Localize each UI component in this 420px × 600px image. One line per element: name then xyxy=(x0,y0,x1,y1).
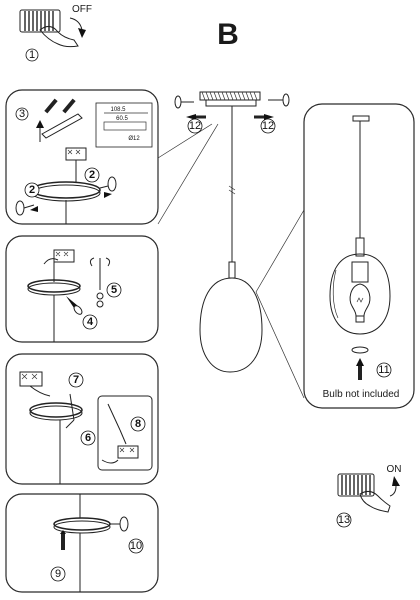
step-number-11: 11 xyxy=(378,364,389,376)
step-badge-1 xyxy=(25,48,39,62)
switch-on-label: ON xyxy=(387,464,402,475)
canopy-plate xyxy=(199,91,261,107)
ceiling-hook-icon xyxy=(89,257,111,308)
switch-off-grip-icon xyxy=(24,11,54,31)
side-screw-icon xyxy=(110,516,129,532)
canopy-ring-3 xyxy=(29,402,83,418)
step-number-2-left: 2 xyxy=(29,184,35,196)
step-number-4: 4 xyxy=(87,316,94,328)
panel-2-content: 4 5 xyxy=(27,249,122,342)
detail-socket xyxy=(355,237,365,257)
screw-icon xyxy=(44,98,76,114)
step-badge-8 xyxy=(130,416,146,432)
glass-shade xyxy=(199,277,263,373)
push-up-arrow-icon-2 xyxy=(356,358,364,366)
screw-icon-2 xyxy=(66,296,83,315)
bulb-note: Bulb not included xyxy=(323,389,400,400)
screwdriver-icon xyxy=(65,393,75,429)
step-number-7: 7 xyxy=(73,374,79,386)
step-badge-5 xyxy=(106,282,122,298)
push-up-arrow-icon xyxy=(60,530,66,534)
hand-icon xyxy=(39,26,79,48)
rotate-arrow-icon xyxy=(69,17,83,31)
step-badge-3 xyxy=(15,107,29,121)
panel-1-content: 3 108.5 60.5 Ø12 xyxy=(15,98,153,224)
step-badge-11 xyxy=(376,362,392,378)
step-badge-2-left xyxy=(24,182,40,198)
step-number-8: 8 xyxy=(135,418,141,430)
step-badge-13 xyxy=(336,512,352,528)
step-number-12-left: 12 xyxy=(189,120,201,132)
rotate-ring-icon xyxy=(351,346,369,354)
callout-line-a xyxy=(157,123,213,159)
panel-4 xyxy=(5,493,159,593)
terminal-block-3 xyxy=(19,371,43,387)
step-number-6: 6 xyxy=(85,432,91,444)
step-number-1: 1 xyxy=(29,49,35,61)
mounting-bracket xyxy=(41,113,83,139)
hand-icon-2 xyxy=(359,490,391,513)
switch-off-illustration: OFF 1 xyxy=(19,4,92,62)
lamp-socket xyxy=(228,261,236,279)
dim-108: 108.5 xyxy=(110,107,126,113)
callout-line-b xyxy=(157,123,219,225)
step-number-13: 13 xyxy=(338,514,350,526)
screwdriver-detail-icon xyxy=(107,403,127,445)
wiring-inset-box xyxy=(97,395,153,471)
panel-2 xyxy=(5,235,159,343)
switch-on-illustration: ON 13 xyxy=(336,464,402,528)
detail-glass-shade xyxy=(329,253,391,335)
switch-off-label: OFF xyxy=(72,4,92,15)
rotate-up-arrow-icon xyxy=(392,476,400,486)
step-badge-9 xyxy=(50,566,66,582)
step-number-3: 3 xyxy=(19,108,25,120)
light-bulb-icon xyxy=(349,283,371,323)
step-number-9: 9 xyxy=(55,568,61,580)
step-number-5: 5 xyxy=(111,284,117,296)
step-badge-12-right xyxy=(260,118,276,134)
step-number-2-right: 2 xyxy=(89,169,95,181)
step-badge-7 xyxy=(68,372,84,388)
detail-panel-content: 11 Bulb not included xyxy=(323,115,400,400)
step-badge-2-right xyxy=(84,167,100,183)
canopy-ring xyxy=(31,181,101,199)
bracket-dimension-box xyxy=(95,102,153,148)
step-badge-6 xyxy=(80,430,96,446)
step-badge-4 xyxy=(82,314,98,330)
canopy-screw-right-icon xyxy=(268,93,290,107)
canopy-screw-left-icon xyxy=(174,95,194,109)
panel-3-content: 7 6 8 xyxy=(19,371,153,484)
callout-line-d xyxy=(255,291,305,399)
section-title: B xyxy=(217,18,239,51)
dim-12: Ø12 xyxy=(128,136,140,142)
step-badge-10 xyxy=(128,538,144,554)
canopy-ring-4 xyxy=(53,517,111,531)
step-badge-12-left xyxy=(187,118,203,134)
step-number-10: 10 xyxy=(130,540,142,552)
panel-4-content: 10 9 xyxy=(50,494,144,592)
side-screw-right-icon xyxy=(99,176,117,192)
side-screw-left-icon xyxy=(15,200,35,216)
step-number-12-right: 12 xyxy=(262,120,274,132)
dim-60: 60.5 xyxy=(116,116,128,122)
callout-line-c xyxy=(255,209,305,293)
